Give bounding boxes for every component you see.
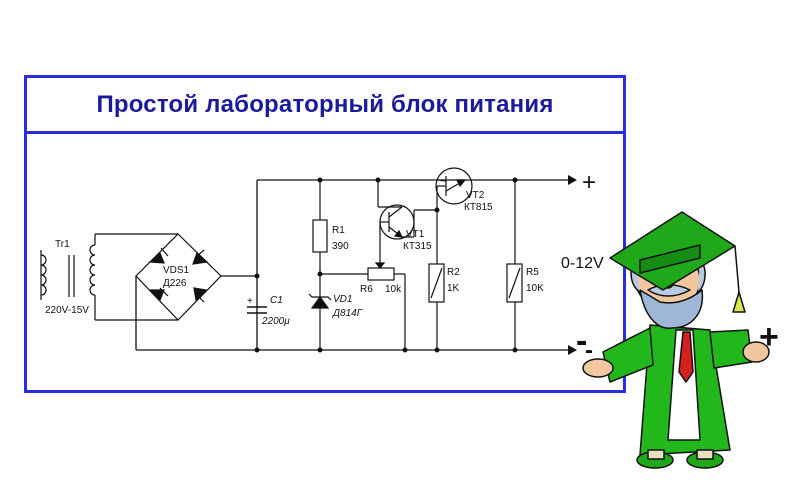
r1-value: 390 — [332, 241, 349, 252]
right-hand — [742, 341, 770, 363]
professor-plus-sign: + — [759, 318, 779, 356]
transistor-vt2 — [435, 167, 473, 210]
vt1-label: VT1 — [406, 229, 425, 240]
r1-label: R1 — [332, 225, 345, 236]
output-plus-arrow — [568, 175, 577, 185]
page-title: Простой лабораторный блок питания — [96, 90, 554, 118]
capacitor-c1 — [247, 306, 267, 314]
vds1-label: VDS1 — [163, 265, 190, 276]
vt2-label: VT2 — [466, 190, 485, 201]
cap-tassel — [732, 291, 746, 313]
output-minus-arrow — [568, 345, 577, 355]
output-voltage: 0-12V — [561, 255, 604, 272]
tr1-label: Tr1 — [55, 239, 70, 250]
diode-bridge-vds1 — [135, 233, 222, 321]
output-plus-sign: + — [582, 169, 596, 196]
output-minus-sign: - — [585, 337, 593, 364]
tr1-rating: 220V-15V — [45, 305, 89, 316]
junction-dots — [254, 177, 518, 353]
title-bar: Простой лабораторный блок питания — [27, 78, 623, 134]
r2-label: R2 — [447, 267, 460, 278]
vd1-part: Д814Г — [332, 308, 364, 319]
vd1-label: VD1 — [333, 294, 352, 305]
c1-label: C1 — [270, 295, 283, 306]
resistor-r1 — [312, 180, 328, 350]
r2-value: 1K — [447, 283, 460, 294]
resistor-r5 — [506, 180, 523, 350]
vt2-part: КТ815 — [464, 202, 493, 213]
left-sleeve — [602, 327, 654, 383]
r6-value: 10k — [385, 284, 402, 295]
professor-minus-sign: - — [576, 322, 587, 360]
r5-label: R5 — [526, 267, 539, 278]
c1-value: 2200μ — [261, 316, 290, 327]
professor-illustration — [582, 211, 770, 469]
transformer-tr1 — [40, 234, 96, 320]
vds1-part: Д226 — [163, 278, 187, 289]
vt1-part: КТ315 — [403, 241, 432, 252]
zener-vd1 — [308, 293, 332, 309]
transistor-vt1 — [377, 180, 437, 240]
r5-value: 10K — [526, 283, 544, 294]
potentiometer-r6 — [320, 238, 406, 350]
left-hand — [582, 358, 614, 378]
resistor-r2 — [428, 210, 445, 350]
c1-polarity: + — [247, 296, 253, 307]
beard — [639, 289, 704, 329]
r6-label: R6 — [360, 284, 373, 295]
tie — [678, 331, 694, 383]
graduation-cap — [609, 211, 736, 291]
